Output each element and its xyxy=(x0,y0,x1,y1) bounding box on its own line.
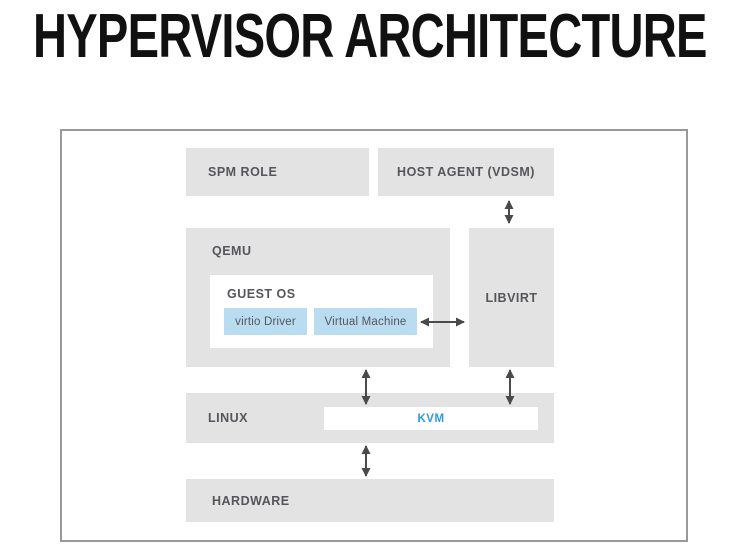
linux-label: LINUX xyxy=(208,411,248,425)
virtio-driver-box: virtio Driver xyxy=(224,308,307,335)
kvm-label: KVM xyxy=(417,412,445,425)
hardware-label: HARDWARE xyxy=(212,493,290,508)
virtio-driver-label: virtio Driver xyxy=(235,315,296,328)
qemu-label: QEMU xyxy=(212,244,252,258)
libvirt-label: LIBVIRT xyxy=(485,290,538,305)
virtual-machine-label: Virtual Machine xyxy=(324,315,407,328)
virtual-machine-box: Virtual Machine xyxy=(314,308,417,335)
host-agent-vdsm-box: HOST AGENT (VDSM) xyxy=(378,148,554,196)
guest-os-label: GUEST OS xyxy=(227,287,296,301)
kvm-box: KVM xyxy=(324,407,538,430)
spm-role-box: SPM ROLE xyxy=(186,148,369,196)
hardware-box: HARDWARE xyxy=(186,479,554,522)
libvirt-box: LIBVIRT xyxy=(469,228,554,367)
host-agent-vdsm-label: HOST AGENT (VDSM) xyxy=(397,165,535,179)
page-title: HYPERVISOR ARCHITECTURE xyxy=(33,2,707,71)
spm-role-label: SPM ROLE xyxy=(208,165,278,179)
